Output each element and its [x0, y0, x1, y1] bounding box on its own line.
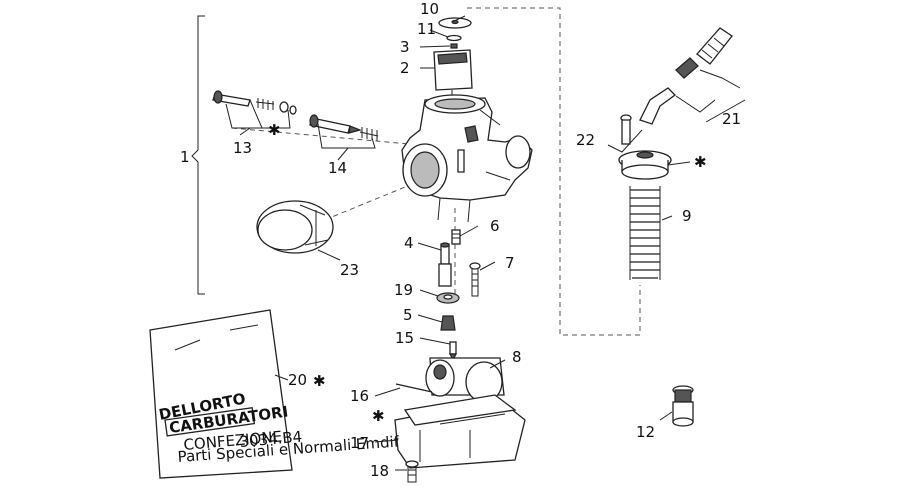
part-8-float: [425, 357, 505, 403]
part-6-pilot-jet: [451, 229, 461, 245]
asterisk-9: ✱: [694, 153, 707, 171]
part-17-float-bowl: [394, 394, 526, 469]
part-14-mixture-screw: [309, 114, 379, 141]
part-15-needle-valve: [449, 341, 457, 362]
callout-20: 20: [288, 371, 307, 389]
callout-22: 22: [576, 131, 595, 149]
group-1-bracket: [191, 15, 205, 295]
part-10-cap: [438, 17, 472, 29]
part-7-screw: [469, 262, 481, 297]
part-16-float-pin: [395, 383, 433, 393]
part-3-needle-clip: [450, 43, 458, 49]
callout-6: 6: [490, 217, 500, 235]
part-5-main-jet: [440, 315, 456, 331]
callout-16: 16: [350, 387, 369, 405]
part-20-gasket-bag: DELLORTO CARBURATORI CONFEZIONE 3034.B4 …: [149, 309, 400, 479]
part-11-clip: [446, 34, 462, 42]
callout-5: 5: [403, 306, 413, 324]
callout-2: 2: [400, 59, 410, 77]
part-23-intake-ring: [256, 200, 334, 254]
callout-17: 17: [350, 434, 369, 452]
part-carburetor-body: [401, 94, 533, 223]
leader-lines: [225, 15, 746, 471]
callout-23: 23: [340, 261, 359, 279]
callout-13: 13: [233, 139, 252, 157]
part-2-throttle-slide: [433, 49, 473, 98]
bag-line1-code: 3034.B4: [239, 428, 303, 451]
callout-10: 10: [420, 0, 439, 18]
asterisk-20: ✱: [313, 372, 326, 390]
callout-15: 15: [395, 329, 414, 347]
callout-4: 4: [404, 234, 414, 252]
asterisk-13: ✱: [268, 121, 281, 139]
asterisk-markers: ✱ ✱ ✱ ✱: [268, 121, 707, 425]
part-22-screw: [620, 114, 632, 145]
callout-3: 3: [400, 38, 410, 56]
part-19-washer: [436, 292, 460, 304]
part-9-spring-cover: [618, 150, 672, 280]
part-12-plug: [672, 385, 694, 427]
asterisk-17: ✱: [372, 407, 385, 425]
callout-21: 21: [722, 110, 741, 128]
callout-labels: 10 11 3 2 1 13 14 4 6 7 19 5 15 8 16 17 …: [180, 0, 741, 480]
part-4-atomizer: [438, 242, 452, 287]
callout-14: 14: [328, 159, 347, 177]
callout-19: 19: [394, 281, 413, 299]
part-13-idle-screw: [212, 90, 297, 115]
callout-1: 1: [180, 148, 190, 166]
callout-12: 12: [636, 423, 655, 441]
callout-8: 8: [512, 348, 522, 366]
callout-11: 11: [417, 20, 436, 38]
part-18-bowl-screw: [405, 460, 419, 483]
callout-7: 7: [505, 254, 515, 272]
callout-9: 9: [682, 207, 692, 225]
part-21-cable-adjuster: [639, 27, 733, 125]
callout-18: 18: [370, 462, 389, 480]
